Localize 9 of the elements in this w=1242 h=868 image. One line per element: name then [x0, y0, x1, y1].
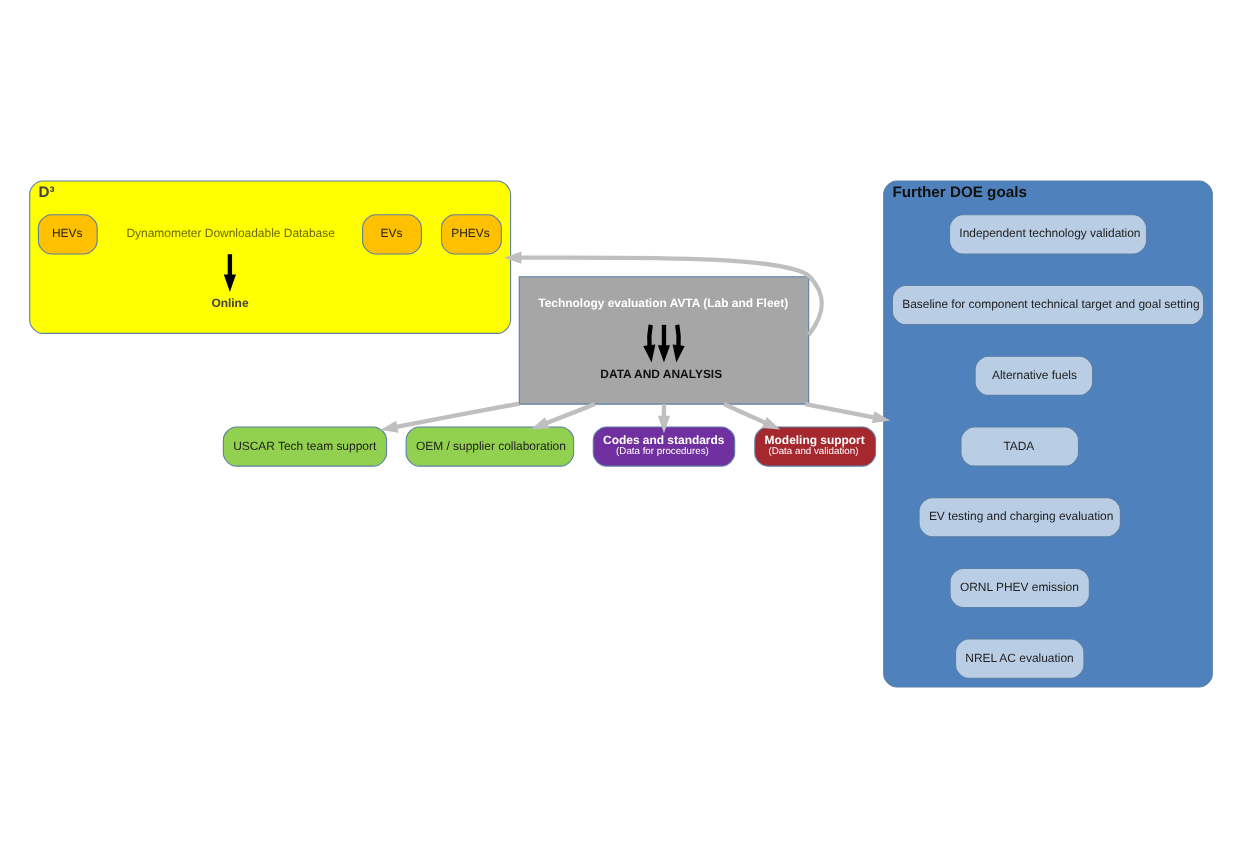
- arrow: [223, 254, 236, 292]
- arrow: [503, 251, 825, 336]
- cluster: [518, 276, 810, 405]
- arrow: [804, 401, 891, 424]
- arrow: [672, 324, 685, 363]
- arrow: [380, 401, 520, 433]
- arrow: [723, 402, 781, 430]
- arrow: [643, 324, 656, 363]
- arrow: [657, 324, 671, 363]
